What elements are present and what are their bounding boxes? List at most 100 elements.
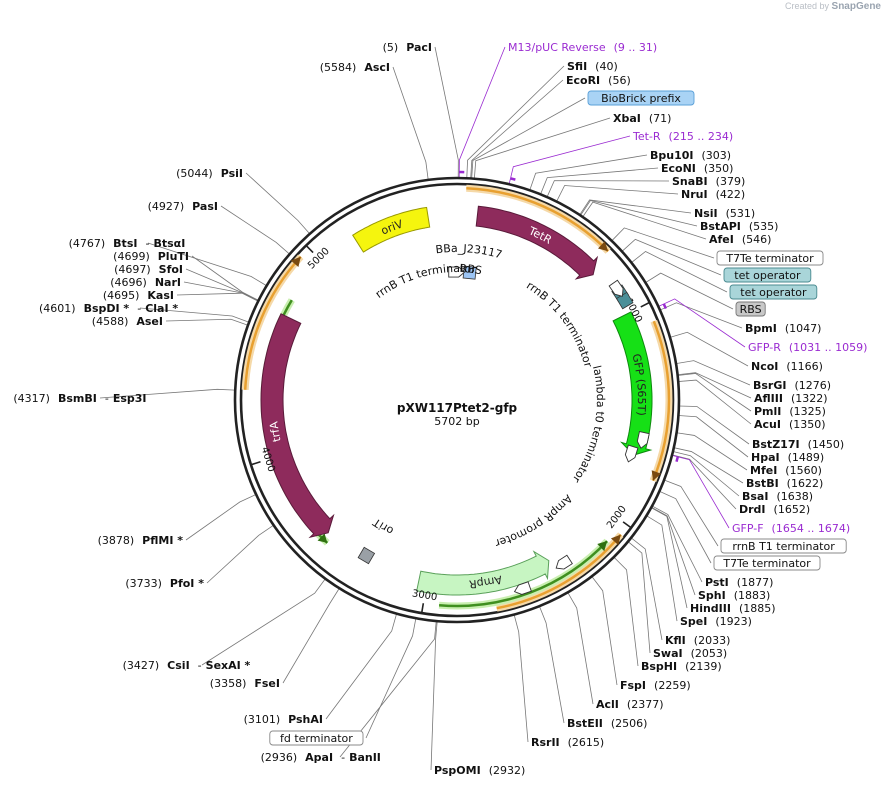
leader-line (659, 490, 712, 564)
label-fd-terminator-box (269, 730, 364, 746)
primer-mark (675, 456, 680, 462)
label-psii: (5044)PsiI (176, 167, 243, 180)
label-gfp-f: GFP-F(1654 .. 1674) (732, 522, 850, 535)
leader-line (678, 379, 752, 425)
label-tet-operator: tet operator (734, 269, 801, 282)
label-csii: (3427)CsiI-SexAI * (123, 659, 251, 672)
orange-arc (496, 533, 622, 610)
label-acui: AcuI(1350) (754, 418, 826, 431)
leader-line (220, 205, 290, 255)
feature-trfa (260, 313, 335, 539)
backbone-ring (233, 176, 681, 624)
plasmid-name: pXW117Ptet2-gfp (397, 401, 518, 415)
label-fsei: (3358)FseI (210, 677, 280, 690)
small-feature-label: AmpR promoter (493, 492, 575, 550)
leader-line (669, 331, 749, 367)
leader-line (651, 506, 696, 596)
orange-arc (651, 320, 671, 482)
small-feature-label: rrnB T1 terminator (524, 279, 595, 369)
leader-line (630, 537, 663, 641)
label-bsai: BsaI(1638) (742, 490, 813, 503)
tick-mark (420, 603, 425, 614)
leader-line (325, 613, 397, 720)
leader-line (611, 227, 715, 259)
label-bpmi: BpmI(1047) (745, 322, 821, 335)
leader-line (672, 451, 740, 497)
leader-line (245, 172, 311, 235)
primer-mark (510, 177, 516, 181)
label-psti: PstI(1877) (705, 576, 773, 589)
backbone-inner (239, 182, 675, 618)
leader-line (651, 505, 703, 583)
label-rrnb-t1-terminator-box (720, 538, 847, 554)
orange-arc-head (610, 534, 621, 546)
label-pflmi-: (3878)PflMI * (98, 534, 184, 547)
leader-line (206, 524, 274, 584)
leader-line (677, 372, 752, 399)
label-econi: EcoNI(350) (661, 162, 733, 175)
leader-line (646, 515, 678, 622)
feature-ampr (416, 550, 550, 596)
label-t7te-terminator-box (716, 250, 824, 266)
leader-line (672, 454, 737, 510)
small-feature-label: lambda t0 terminator (569, 364, 607, 485)
terminator-arrow (448, 266, 466, 278)
leader-line (671, 454, 730, 529)
label-tet-operator: tet operator (740, 286, 807, 299)
tick-label: 2000 (605, 504, 629, 531)
leader-line (678, 405, 750, 445)
leader-line (430, 621, 438, 771)
leader-line (513, 614, 529, 743)
credit: Created by SnapGene (784, 1, 881, 12)
label-bsteii: BstEII(2506) (567, 717, 647, 730)
feature-trfa-label: trfA (267, 420, 283, 443)
label-btsi: (4767)BtsI-BtsαI (69, 237, 186, 250)
label-bstapi: BstAPI(535) (700, 220, 778, 233)
label-spei: SpeI(1923) (680, 615, 752, 628)
label-bsmbi: (4317)BsmBI-Esp3I (13, 392, 146, 405)
label-hindiii: HindIII(1885) (690, 602, 776, 615)
leader-line (466, 65, 565, 179)
leader-line (627, 541, 651, 654)
label-pfoi-: (3733)PfoI * (125, 577, 204, 590)
leader-line (339, 620, 437, 758)
tick-mark (250, 461, 261, 466)
label-pluti: (4699)PluTI (113, 250, 189, 263)
leader-line (191, 255, 259, 301)
leader-line (471, 97, 586, 179)
terminator-arrow (555, 554, 573, 570)
backbone-outer (233, 176, 681, 624)
leader-line (282, 588, 340, 684)
leader-line (675, 360, 751, 386)
orange-arc-head (597, 241, 609, 252)
tick-mark (622, 521, 632, 529)
label-nari: (4696)NarI (110, 276, 181, 289)
tick-mark (640, 301, 651, 308)
leader-line (529, 154, 648, 191)
leader-line (185, 268, 259, 302)
leader-line (645, 272, 734, 310)
label-drdi: DrdI(1652) (739, 503, 810, 516)
leader-line (580, 200, 698, 227)
label-swai: SwaI(2053) (653, 647, 727, 660)
terminator-arrow (624, 444, 639, 463)
label-paci: (5)PacI (383, 41, 432, 54)
orange-arc-head (290, 256, 301, 267)
leader-line (183, 281, 259, 302)
label-pmli: PmlI(1325) (754, 405, 826, 418)
leader-line (677, 373, 752, 412)
small-feature-label: RBS (459, 262, 483, 277)
label-tet-r: Tet-R(215 .. 234) (632, 130, 733, 143)
label-afliii: AflIII(1322) (754, 392, 828, 405)
leader-line (470, 79, 564, 179)
label-asci: (5584)AscI (320, 61, 390, 74)
leader-line (473, 117, 611, 179)
leader-line (663, 479, 719, 547)
label-pshai: (3101)PshAI (244, 713, 323, 726)
leader-line (567, 592, 594, 705)
primer-mark (662, 303, 667, 310)
leader-line (201, 578, 326, 666)
label-bstz17i: BstZ17I(1450) (752, 438, 844, 451)
